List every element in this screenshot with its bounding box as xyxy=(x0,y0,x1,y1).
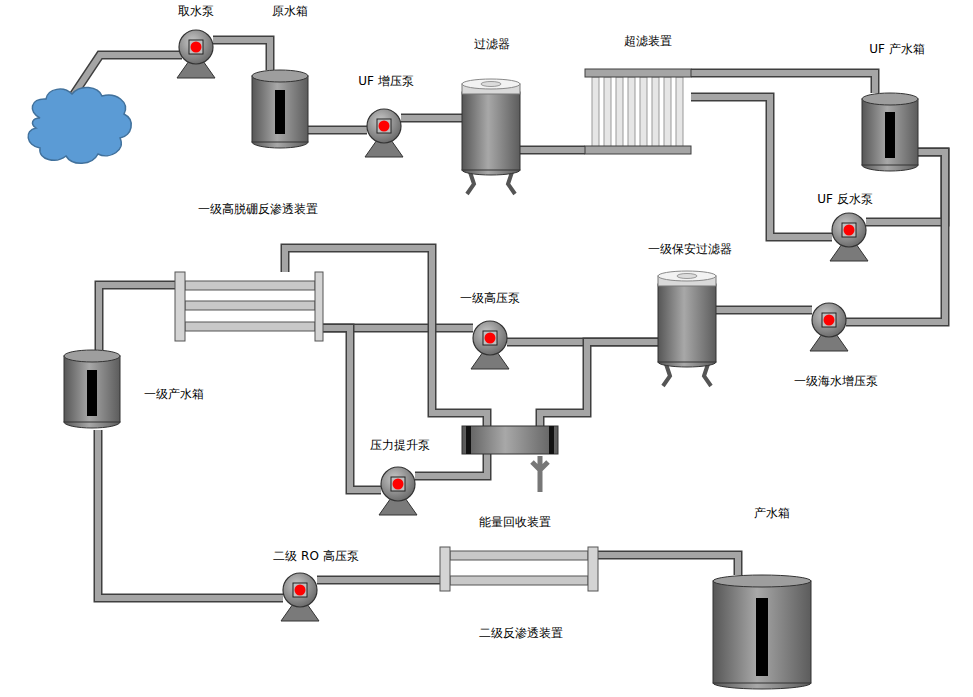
equipment-node: 超滤装置 xyxy=(585,68,691,156)
pipe-connector xyxy=(98,430,283,598)
pipe-connector xyxy=(415,454,487,476)
pipe-connector xyxy=(401,118,462,119)
equipment-label: UF 产水箱 xyxy=(869,42,925,57)
equipment-label: 二级 RO 高压泵 xyxy=(273,549,358,564)
equipment-label: 二级反渗透装置 xyxy=(479,626,563,641)
equipment-label: 一级高脱硼反渗透装置 xyxy=(198,202,318,217)
equipment-node: 一级海水增压泵 xyxy=(812,303,846,351)
equipment-node: 产水箱 xyxy=(713,575,811,691)
equipment-node: 一级高脱硼反渗透装置 xyxy=(175,272,323,341)
reverse-osmosis-module xyxy=(175,272,323,341)
pipe-connector xyxy=(213,40,270,70)
pipe-connector xyxy=(691,97,832,237)
pump-symbol xyxy=(830,213,868,261)
equipment-label: 一级产水箱 xyxy=(144,387,204,402)
pipe-connector xyxy=(540,342,658,426)
equipment-node: 一级产水箱 xyxy=(64,350,120,430)
pipe-outline xyxy=(691,73,875,93)
pipe-outline xyxy=(213,40,270,70)
pipe-connector xyxy=(691,73,875,93)
pipe-outline xyxy=(691,97,832,237)
equipment-label: 能量回收装置 xyxy=(479,515,551,530)
equipment-label: 一级海水增压泵 xyxy=(794,374,878,389)
pump-symbol xyxy=(281,573,319,621)
equipment-label: 取水泵 xyxy=(178,4,214,19)
pipe-body xyxy=(213,40,270,70)
pipe-outline xyxy=(285,248,487,426)
pipe-connector xyxy=(308,130,367,131)
pump-symbol xyxy=(471,321,509,369)
pump-symbol xyxy=(810,303,848,351)
pump-symbol xyxy=(379,467,417,515)
equipment-label: 过滤器 xyxy=(474,37,510,52)
equipment-label: 压力提升泵 xyxy=(370,438,430,453)
pipe-body xyxy=(99,285,175,350)
tank-symbol xyxy=(713,575,811,689)
equipment-label: 产水箱 xyxy=(754,506,790,521)
equipment-label: 超滤装置 xyxy=(624,34,672,49)
equipment-node: 压力提升泵 xyxy=(381,467,415,515)
pipe-outline xyxy=(598,555,738,575)
tank-symbol xyxy=(252,70,308,148)
pipe-outline xyxy=(99,285,175,350)
pipe-body xyxy=(598,555,738,575)
pipe-body xyxy=(308,127,367,133)
pipe-body xyxy=(691,97,832,237)
pump-symbol xyxy=(177,30,215,78)
tank-symbol xyxy=(64,350,120,428)
equipment-node: UF 反水泵 xyxy=(832,213,866,261)
ultrafiltration-module xyxy=(585,69,691,154)
filter-symbol xyxy=(462,79,520,194)
pipe-outline xyxy=(98,430,283,598)
pipe-outline xyxy=(401,114,462,123)
equipment-label: 原水箱 xyxy=(272,4,308,19)
tank-symbol xyxy=(862,93,918,171)
pipe-outline xyxy=(317,576,440,585)
equipment-node: 二级反渗透装置 xyxy=(440,547,598,591)
pipe-body xyxy=(691,73,875,93)
pipe-body xyxy=(317,577,440,583)
equipment-node: 一级高压泵 xyxy=(473,321,507,369)
equipment-label: 一级高压泵 xyxy=(460,291,520,306)
pipe-outline xyxy=(716,306,812,315)
pump-symbol xyxy=(365,109,403,157)
equipment-node: 能量回收装置 xyxy=(462,426,558,454)
pipe-body xyxy=(98,430,283,598)
equipment-node: UF 增压泵 xyxy=(367,109,401,157)
equipment-node: 取水泵 xyxy=(179,30,213,78)
pipe-body xyxy=(323,328,381,490)
equipment-label: UF 反水泵 xyxy=(817,192,873,207)
pipe-body xyxy=(401,115,462,121)
equipment-node: 原水箱 xyxy=(252,70,308,150)
equipment-node: UF 产水箱 xyxy=(862,93,918,173)
pipe-outline xyxy=(520,146,585,155)
pipe-outline xyxy=(415,454,487,476)
equipment-label: UF 增压泵 xyxy=(358,74,414,89)
equipment-node: 二级 RO 高压泵 xyxy=(283,573,317,621)
pipe-outline xyxy=(540,342,658,426)
filter-symbol xyxy=(658,271,716,386)
pipe-body xyxy=(520,147,585,153)
pipe-connector xyxy=(598,555,738,575)
pipe-connector xyxy=(323,328,381,490)
reverse-osmosis-module xyxy=(440,547,598,591)
pipe-body xyxy=(415,454,487,476)
pipe-connector xyxy=(99,285,175,350)
pipe-outline xyxy=(308,126,367,135)
equipment-label: 一级保安过滤器 xyxy=(648,242,732,257)
pipe-body xyxy=(285,248,487,426)
pipe-connector xyxy=(716,310,812,311)
pipe-body xyxy=(540,342,658,426)
pipe-body xyxy=(716,307,812,313)
pipe-connector xyxy=(520,150,585,151)
pipe-connector xyxy=(285,248,487,426)
equipment-node: 一级保安过滤器 xyxy=(658,271,716,387)
water-source-cloud xyxy=(28,55,182,163)
energy-recovery-device xyxy=(462,426,558,492)
equipment-node: 过滤器 xyxy=(462,79,520,195)
pipe-connector xyxy=(317,580,440,581)
pipe-outline xyxy=(323,328,381,490)
